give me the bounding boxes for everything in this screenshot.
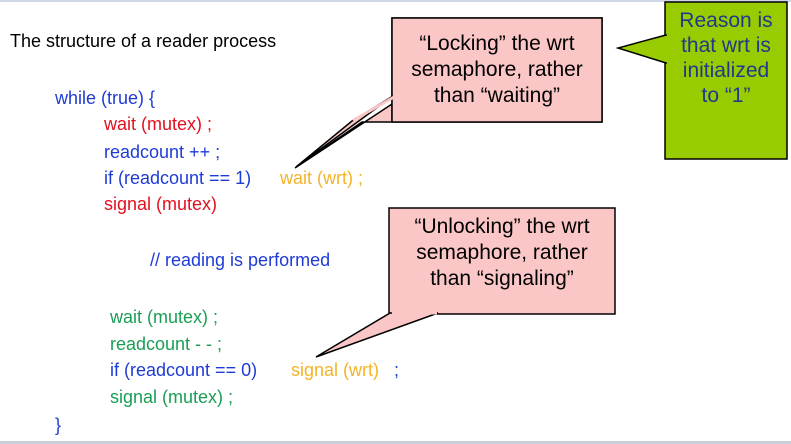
callout-unlock-box xyxy=(388,207,616,315)
code-line-readcount-inc: readcount ++ ; xyxy=(104,142,221,162)
code-line-wait-mutex: wait (mutex) ; xyxy=(104,114,213,134)
code-line-if-readcount-1: if (readcount == 1) xyxy=(104,168,252,188)
callout-unlock-line3: than “signaling” xyxy=(430,267,574,290)
callout-lock-line1: “Locking” the wrt xyxy=(419,32,575,55)
code-line-signal-mutex-1: signal (mutex) xyxy=(104,194,218,214)
callout-lock-line3: than “waiting” xyxy=(433,84,561,107)
slide-top-border xyxy=(0,0,791,2)
callout-lock-line2: semaphore, rather xyxy=(411,58,583,81)
callout-reason-line2: that wrt is xyxy=(681,34,771,57)
code-line-signal-wrt: signal (wrt) xyxy=(291,360,380,380)
code-line-wait-wrt: wait (wrt) ; xyxy=(280,168,363,188)
code-comment-reading: // reading is performed xyxy=(150,250,331,270)
code-line-readcount-dec: readcount - - ; xyxy=(110,334,223,354)
code-line-wait-mutex-2: wait (mutex) ; xyxy=(110,307,219,327)
slide-bottom-border xyxy=(0,441,791,444)
callout-reason-line1: Reason is xyxy=(679,9,773,32)
callout-unlock-line1: “Unlocking” the wrt xyxy=(414,215,590,238)
code-line-while: while (true) { xyxy=(55,88,156,108)
callout-lock-box xyxy=(391,17,603,123)
callout-unlock-pointer xyxy=(315,312,439,358)
callout-reason-line4: to “1” xyxy=(701,84,751,107)
callout-reason-pointer xyxy=(615,34,667,65)
slide-title: The structure of a reader process xyxy=(10,31,277,51)
code-line-semicolon: ; xyxy=(394,360,400,380)
code-line-close-brace: } xyxy=(55,415,62,435)
callout-reason-box xyxy=(664,1,788,160)
code-line-signal-mutex-2: signal (mutex) ; xyxy=(110,387,234,407)
callout-unlock-line2: semaphore, rather xyxy=(416,241,588,264)
code-line-if-readcount-0: if (readcount == 0) xyxy=(110,360,258,380)
callout-reason-line3: initialized xyxy=(682,59,770,82)
